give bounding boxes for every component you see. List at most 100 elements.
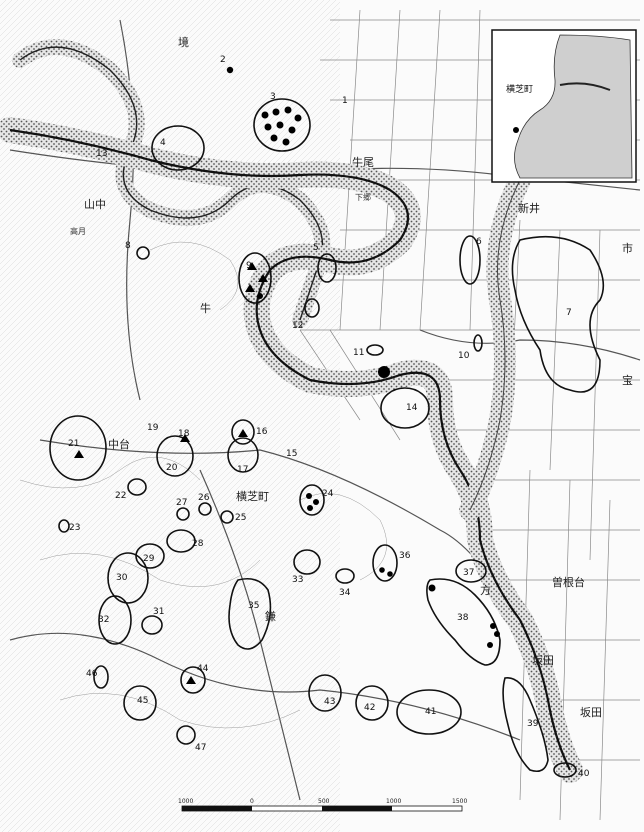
site-outline-12	[304, 298, 320, 318]
site-label-11: 11	[353, 348, 364, 358]
site-outline-25	[220, 510, 234, 524]
site-labels: 1 2 3 4 5 6 7 8 9 10 11 12 13 14 15 16 1…	[68, 55, 590, 779]
site-label-6: 6	[476, 237, 482, 247]
place-sakata-2: 坂田	[580, 706, 602, 719]
site-outline-10	[473, 334, 483, 352]
scale-tick-1: 0	[250, 798, 254, 805]
site-outline-4	[151, 125, 205, 171]
site-label-20: 20	[166, 463, 178, 473]
marker-38-cluster	[428, 584, 500, 648]
site-outline-14	[380, 387, 430, 429]
site-outline-21	[49, 415, 107, 481]
site-outline-45	[123, 685, 157, 721]
site-label-28: 28	[192, 539, 204, 549]
scale-tick-0: 1000	[178, 798, 193, 805]
site-label-24: 24	[322, 489, 334, 499]
site-label-5: 5	[313, 243, 319, 253]
site-outline-16	[231, 419, 255, 445]
site-outline-3	[253, 98, 311, 152]
place-sonedai: 曽根台	[552, 575, 585, 589]
contour-lines	[19, 241, 387, 729]
marker-16	[238, 429, 248, 437]
site-outline-31	[141, 615, 163, 635]
east-river-line	[469, 179, 521, 511]
site-label-36: 36	[399, 551, 411, 561]
place-nakadai: 中台	[108, 437, 130, 451]
site-outline-17	[227, 437, 259, 473]
marker-9-triangles	[245, 262, 268, 299]
site-outline-5	[317, 253, 337, 283]
site-label-26: 26	[198, 493, 210, 503]
place-takara: 宝	[622, 373, 633, 387]
main-river-line	[9, 128, 571, 771]
scale-bar: 1000 0 500 1000 1500	[178, 798, 467, 812]
site-outline-28	[166, 529, 196, 553]
site-outline-40	[553, 762, 577, 778]
site-outline-7	[511, 235, 605, 393]
site-outline-46	[93, 665, 109, 689]
marker-36-cluster	[379, 567, 393, 577]
scale-tick-4: 1500	[452, 798, 467, 805]
site-label-16: 16	[256, 427, 268, 437]
site-label-23: 23	[69, 523, 80, 533]
site-label-21: 21	[68, 439, 79, 449]
site-label-40: 40	[578, 769, 590, 779]
marker-3-cluster	[261, 106, 302, 146]
place-sakata: 坂田	[532, 654, 554, 667]
place-kama: 鎌	[265, 609, 276, 623]
site-label-7: 7	[566, 308, 572, 318]
site-outline-22	[127, 478, 147, 496]
site-label-10: 10	[458, 351, 470, 361]
site-outline-42	[355, 685, 389, 721]
site-label-27: 27	[176, 498, 187, 508]
site-label-3: 3	[270, 92, 276, 102]
inset-label: 横芝町	[506, 83, 533, 95]
site-outline-9	[238, 252, 272, 304]
site-label-17: 17	[237, 465, 248, 475]
site-outline-41	[396, 689, 462, 735]
site-outline-29	[135, 543, 165, 569]
inset-map: 横芝町	[491, 29, 637, 183]
site-outline-30	[107, 552, 149, 604]
site-label-18: 18	[178, 429, 190, 439]
site-label-9: 9	[246, 261, 252, 271]
north-stream-line	[19, 46, 324, 321]
site-outline-26	[198, 502, 212, 516]
site-outline-34	[335, 568, 355, 584]
site-label-35: 35	[248, 601, 259, 611]
site-markers	[74, 66, 500, 684]
place-names: 境 牛尾 牛 下郷 新井 山中 高月 中台 横芝町 宝 曽根台 坂田 坂田 方 …	[70, 35, 633, 719]
site-label-45: 45	[137, 696, 148, 706]
site-label-39: 39	[527, 719, 539, 729]
site-outlines	[49, 98, 605, 778]
site-outline-27	[176, 507, 190, 521]
place-sakai: 境	[178, 35, 189, 49]
site-outline-20	[156, 435, 194, 477]
marker-21	[74, 450, 84, 458]
site-outline-35	[228, 577, 272, 650]
site-outline-47	[176, 725, 196, 745]
place-shimogo: 下郷	[355, 193, 371, 202]
site-label-8: 8	[125, 241, 131, 251]
site-outline-8	[136, 246, 150, 260]
site-label-47: 47	[195, 743, 206, 753]
site-label-2: 2	[220, 55, 226, 65]
site-label-38: 38	[457, 613, 469, 623]
site-outline-24	[299, 484, 325, 516]
marker-44	[186, 676, 196, 684]
site-outline-39	[502, 677, 549, 773]
site-label-29: 29	[143, 554, 155, 564]
place-ushio: 牛尾	[352, 155, 374, 169]
site-label-15: 15	[286, 449, 297, 459]
site-outline-44	[180, 666, 206, 694]
site-outline-43	[308, 674, 342, 712]
site-label-1: 1	[342, 96, 348, 106]
place-takatsuki: 高月	[70, 226, 86, 236]
site-label-46: 46	[86, 669, 98, 679]
site-label-41: 41	[425, 707, 436, 717]
site-outline-37	[455, 559, 487, 583]
scale-tick-3: 1000	[386, 798, 401, 805]
place-arai: 新井	[518, 201, 540, 215]
site-label-4: 4	[160, 138, 166, 148]
